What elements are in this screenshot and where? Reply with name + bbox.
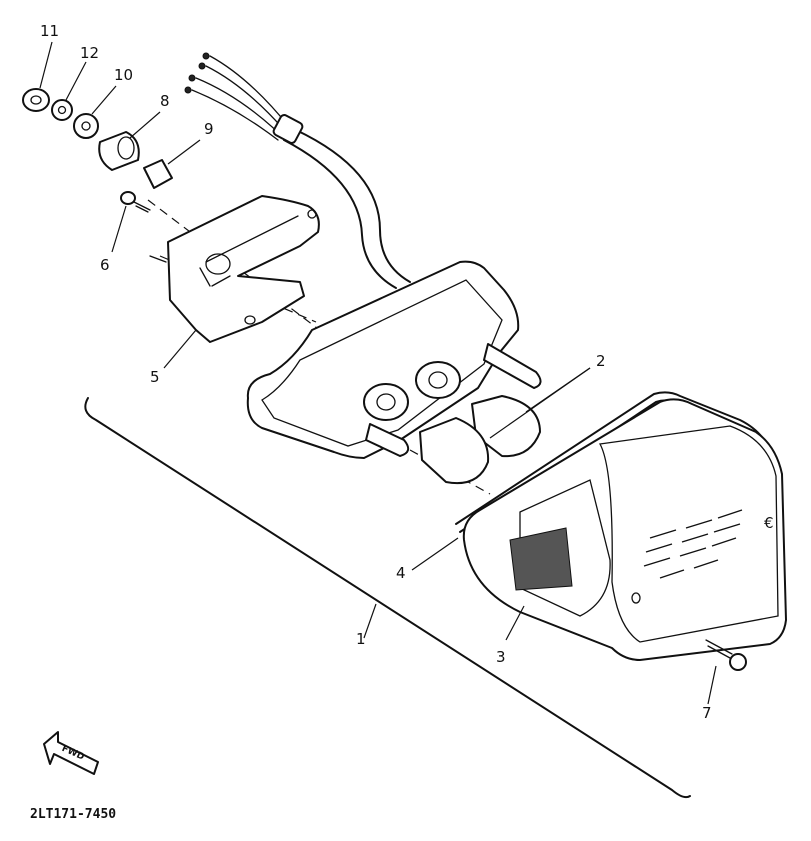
leader-line-4 (411, 537, 459, 571)
wire-harness (184, 52, 411, 289)
part-5-bracket (149, 195, 320, 343)
callout-12: 12 (80, 44, 99, 62)
leader-line-3 (505, 605, 525, 641)
svg-text:€: € (764, 514, 774, 532)
part-8-damper (98, 131, 140, 171)
part-9-collar (143, 159, 173, 189)
callout-7: 7 (702, 704, 712, 722)
callout-6: 6 (100, 256, 110, 274)
reflector-pattern (643, 509, 743, 579)
part-12-lock-washer (51, 99, 73, 121)
part-code: 2LT171-7450 (30, 807, 116, 822)
callout-4: 4 (396, 564, 406, 582)
callout-8: 8 (160, 92, 170, 110)
alignment-dash-line (159, 255, 317, 323)
alignment-dash-line (147, 199, 347, 351)
part-7-lens-screw (705, 639, 747, 671)
leader-line-8 (129, 111, 161, 139)
leader-line-7 (707, 665, 717, 705)
leader-line-11 (39, 41, 53, 89)
assembly-bracket-line (84, 397, 691, 799)
leader-line-10 (91, 85, 117, 115)
callout-3: 3 (496, 648, 506, 666)
callout-1: 1 (356, 630, 366, 648)
callout-11: 11 (40, 22, 59, 40)
leader-line-6 (111, 205, 127, 253)
leader-line-12 (65, 61, 87, 101)
fwd-arrow-icon: FWD (43, 731, 99, 775)
part-10-washer (73, 113, 99, 139)
part-6-screw (120, 191, 151, 213)
callout-5: 5 (150, 368, 160, 386)
part-3-lens: € (462, 398, 787, 661)
callout-9: 9 (204, 120, 214, 138)
leader-line-2b (525, 367, 591, 413)
part-1-tail-light-housing (246, 260, 542, 459)
callout-10: 10 (114, 66, 133, 84)
leader-line-5 (163, 329, 197, 369)
callout-2: 2 (596, 352, 606, 370)
leader-line-9 (167, 139, 201, 165)
part-2-bulbs (419, 395, 541, 484)
leader-line-1 (363, 603, 377, 639)
part-11-nut (22, 88, 50, 112)
